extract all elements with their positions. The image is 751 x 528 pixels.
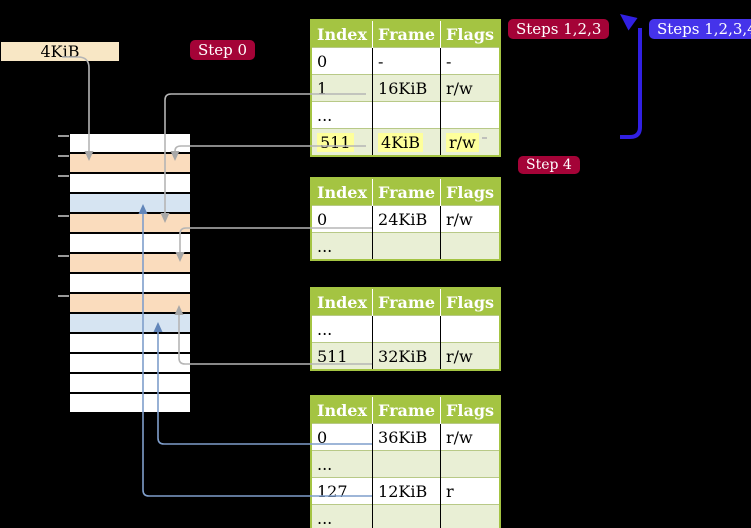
table-row-highlighted: 511 4KiB r/w	[311, 128, 501, 156]
table-row: ...	[311, 315, 501, 343]
memory-frame-row-10	[70, 334, 190, 352]
column-header: Index	[311, 396, 373, 424]
cell-index: 127	[317, 481, 348, 501]
column-header: Frame	[372, 178, 441, 206]
column-header: Flags	[440, 20, 501, 48]
table-row: 511 32KiB r/w	[311, 342, 501, 370]
cell-index: ...	[317, 105, 333, 125]
page-table-1: Index Frame Flags 0 - - 1 16KiB r/w ... …	[310, 19, 502, 157]
badge-steps-1-2-3: Steps 1,2,3	[508, 19, 610, 39]
table-header-row: Index Frame Flags	[311, 396, 501, 424]
address-tick	[58, 135, 69, 137]
column-header: Flags	[440, 396, 501, 424]
table-row: ...	[311, 101, 501, 129]
cell-flags: r/w	[446, 209, 473, 229]
badge-step-0: Step 0	[190, 40, 256, 60]
memory-frame-row-0	[70, 134, 190, 152]
memory-address-label: 4KiB	[1, 42, 119, 61]
cell-flags: r/w	[446, 78, 473, 98]
memory-frame-row-2	[70, 174, 190, 192]
memory-frame-row-3	[70, 194, 190, 212]
table-header-row: Index Frame Flags	[311, 288, 501, 316]
cell-index: 0	[317, 209, 328, 229]
page-table-4: Index Frame Flags 0 36KiB r/w ... 127 12…	[310, 395, 502, 528]
column-header: Frame	[372, 396, 441, 424]
cell-flags: r	[446, 481, 454, 501]
address-tick	[58, 255, 69, 257]
cell-flags: r/w	[446, 346, 473, 366]
column-header: Flags	[440, 178, 501, 206]
memory-frame-row-5	[70, 234, 190, 252]
cell-index: ...	[317, 508, 333, 528]
address-tick	[58, 295, 69, 297]
table-header-row: Index Frame Flags	[311, 178, 501, 206]
table-row: 0 24KiB r/w	[311, 205, 501, 233]
cell-frame: 32KiB	[378, 346, 428, 366]
column-header: Flags	[440, 288, 501, 316]
memory-frame-row-12	[70, 374, 190, 392]
cell-index: ...	[317, 319, 333, 339]
address-tick	[58, 215, 69, 217]
table-header-row: Index Frame Flags	[311, 20, 501, 48]
column-header: Frame	[372, 288, 441, 316]
page-table-2: Index Frame Flags 0 24KiB r/w ...	[310, 177, 502, 261]
cell-frame: 12KiB	[378, 481, 428, 501]
column-header: Frame	[372, 20, 441, 48]
cell-index: ...	[317, 236, 333, 256]
cell-flags: r/w	[446, 132, 479, 152]
cell-index: 0	[317, 51, 328, 71]
table-row: 0 36KiB r/w	[311, 423, 501, 451]
address-tick	[58, 155, 69, 157]
column-header: Index	[311, 20, 373, 48]
column-header: Index	[311, 178, 373, 206]
memory-frame-row-4	[70, 214, 190, 232]
cell-index: 1	[317, 78, 328, 98]
address-tick	[58, 175, 69, 177]
cell-frame: -	[378, 51, 384, 71]
loopback-arrow	[620, 28, 642, 139]
cell-index: ...	[317, 454, 333, 474]
page-table-3: Index Frame Flags ... 511 32KiB r/w	[310, 287, 502, 371]
badge-step-4: Step 4	[518, 156, 580, 174]
cell-index: 511	[317, 346, 348, 366]
cell-frame: 36KiB	[378, 427, 428, 447]
cell-index: 511	[317, 132, 354, 152]
memory-frame-row-13	[70, 394, 190, 412]
badge-steps-1-2-3-4: Steps 1,2,3,4	[649, 19, 751, 39]
loopback-arrowhead	[620, 14, 638, 31]
cell-frame: 4KiB	[378, 132, 424, 152]
column-header: Index	[311, 288, 373, 316]
table-row: ...	[311, 232, 501, 260]
table-row: 1 16KiB r/w	[311, 74, 501, 102]
cell-index: 0	[317, 427, 328, 447]
memory-frame-row-6	[70, 254, 190, 272]
memory-frame-row-9	[70, 314, 190, 332]
memory-frame-row-7	[70, 274, 190, 292]
table-row: 0 - -	[311, 47, 501, 75]
memory-frame-row-1	[70, 154, 190, 172]
table-row: 127 12KiB r	[311, 477, 501, 505]
memory-frame-row-11	[70, 354, 190, 372]
cell-frame: 16KiB	[378, 78, 428, 98]
memory-frame-row-8	[70, 294, 190, 312]
table-row: ...	[311, 504, 501, 528]
cell-flags: -	[446, 51, 452, 71]
cell-frame: 24KiB	[378, 209, 428, 229]
cell-flags: r/w	[446, 427, 473, 447]
table-row: ...	[311, 450, 501, 478]
physical-memory-column	[70, 134, 190, 414]
